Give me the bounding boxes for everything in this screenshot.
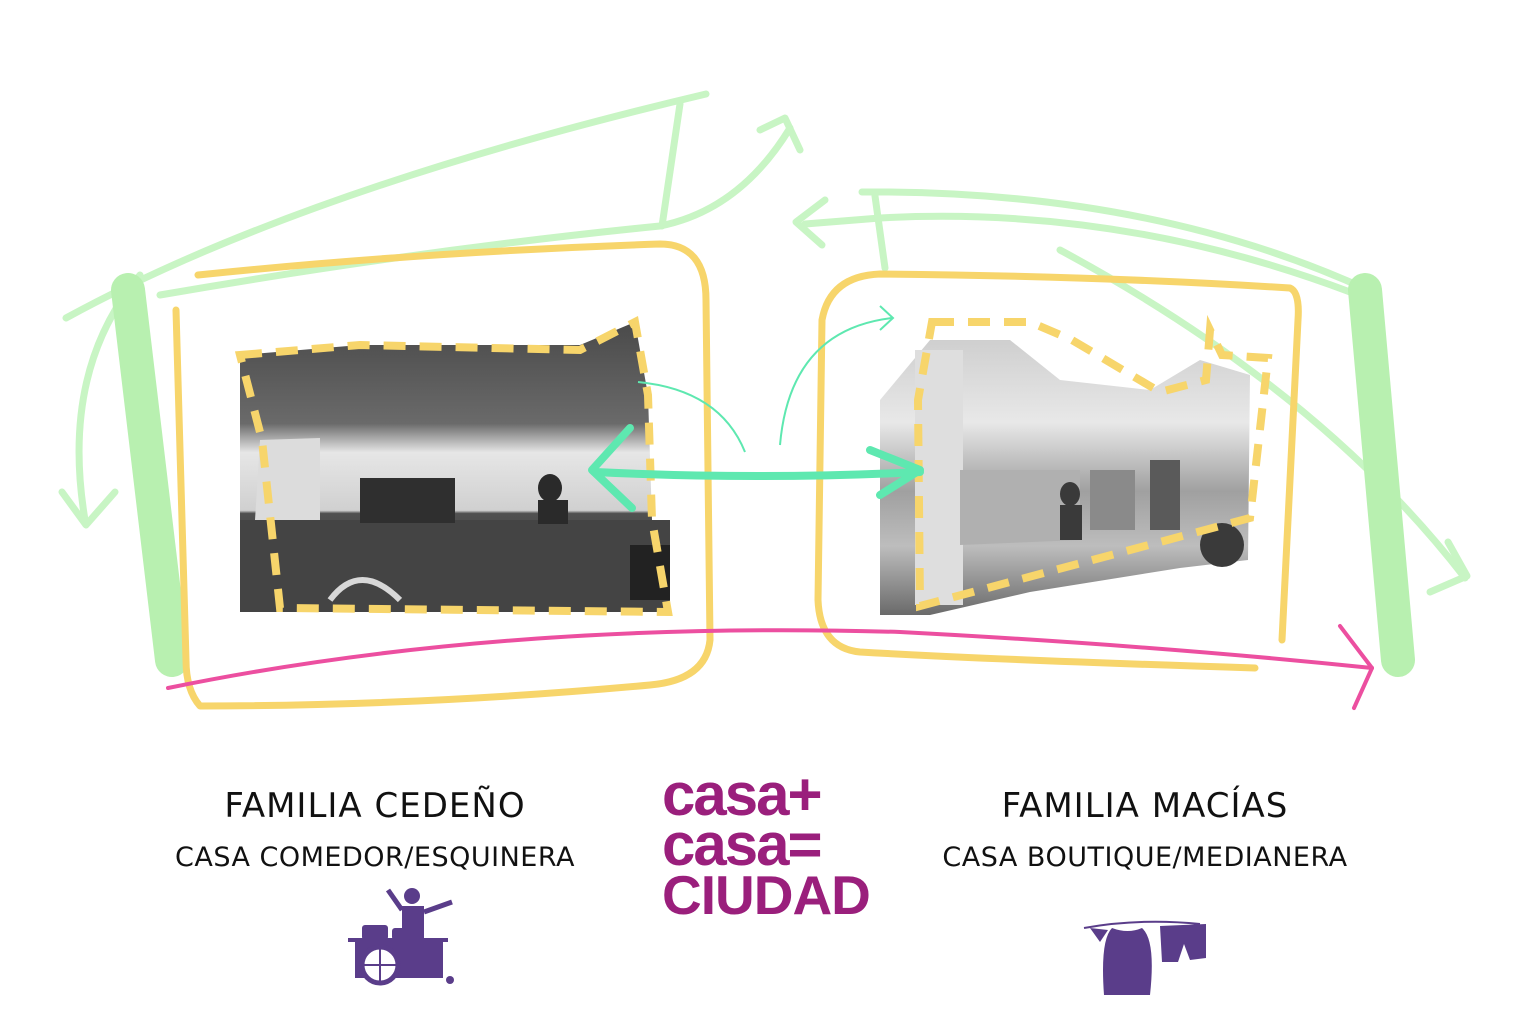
casa-casa-ciudad-logo: casa+ casa= CIUDAD <box>662 761 871 926</box>
family-cedeno-subtitle: CASA COMEDOR/ESQUINERA <box>175 842 575 873</box>
left-photo-dashed-outline <box>234 315 673 617</box>
family-macias-title: FAMILIA MACÍAS <box>1001 786 1289 826</box>
logo-line-1: casa+ <box>662 761 823 828</box>
family-cedeno-title: FAMILIA CEDEÑO <box>224 786 526 826</box>
right-house-outline <box>814 270 1302 672</box>
thin-teal-arrowhead <box>879 305 895 331</box>
left-family-photo <box>240 322 670 612</box>
right-photo-dashed-outline <box>913 314 1273 612</box>
food-cart-vendor-icon <box>348 888 454 986</box>
left-house-outline <box>172 240 714 710</box>
logo-line-3: CIUDAD <box>662 864 871 926</box>
right-pillar <box>1348 273 1415 677</box>
thin-teal-curve-right <box>779 317 893 446</box>
right-family-photo <box>880 340 1250 615</box>
exchange-double-arrow <box>588 424 924 512</box>
logo-line-2: casa= <box>662 811 823 878</box>
thin-teal-curve-left <box>637 381 746 453</box>
left-pillar <box>111 273 189 677</box>
family-macias-subtitle: CASA BOUTIQUE/MEDIANERA <box>942 842 1348 873</box>
connection-arrow-magenta <box>166 624 1374 710</box>
clothesline-icon <box>1083 920 1206 995</box>
